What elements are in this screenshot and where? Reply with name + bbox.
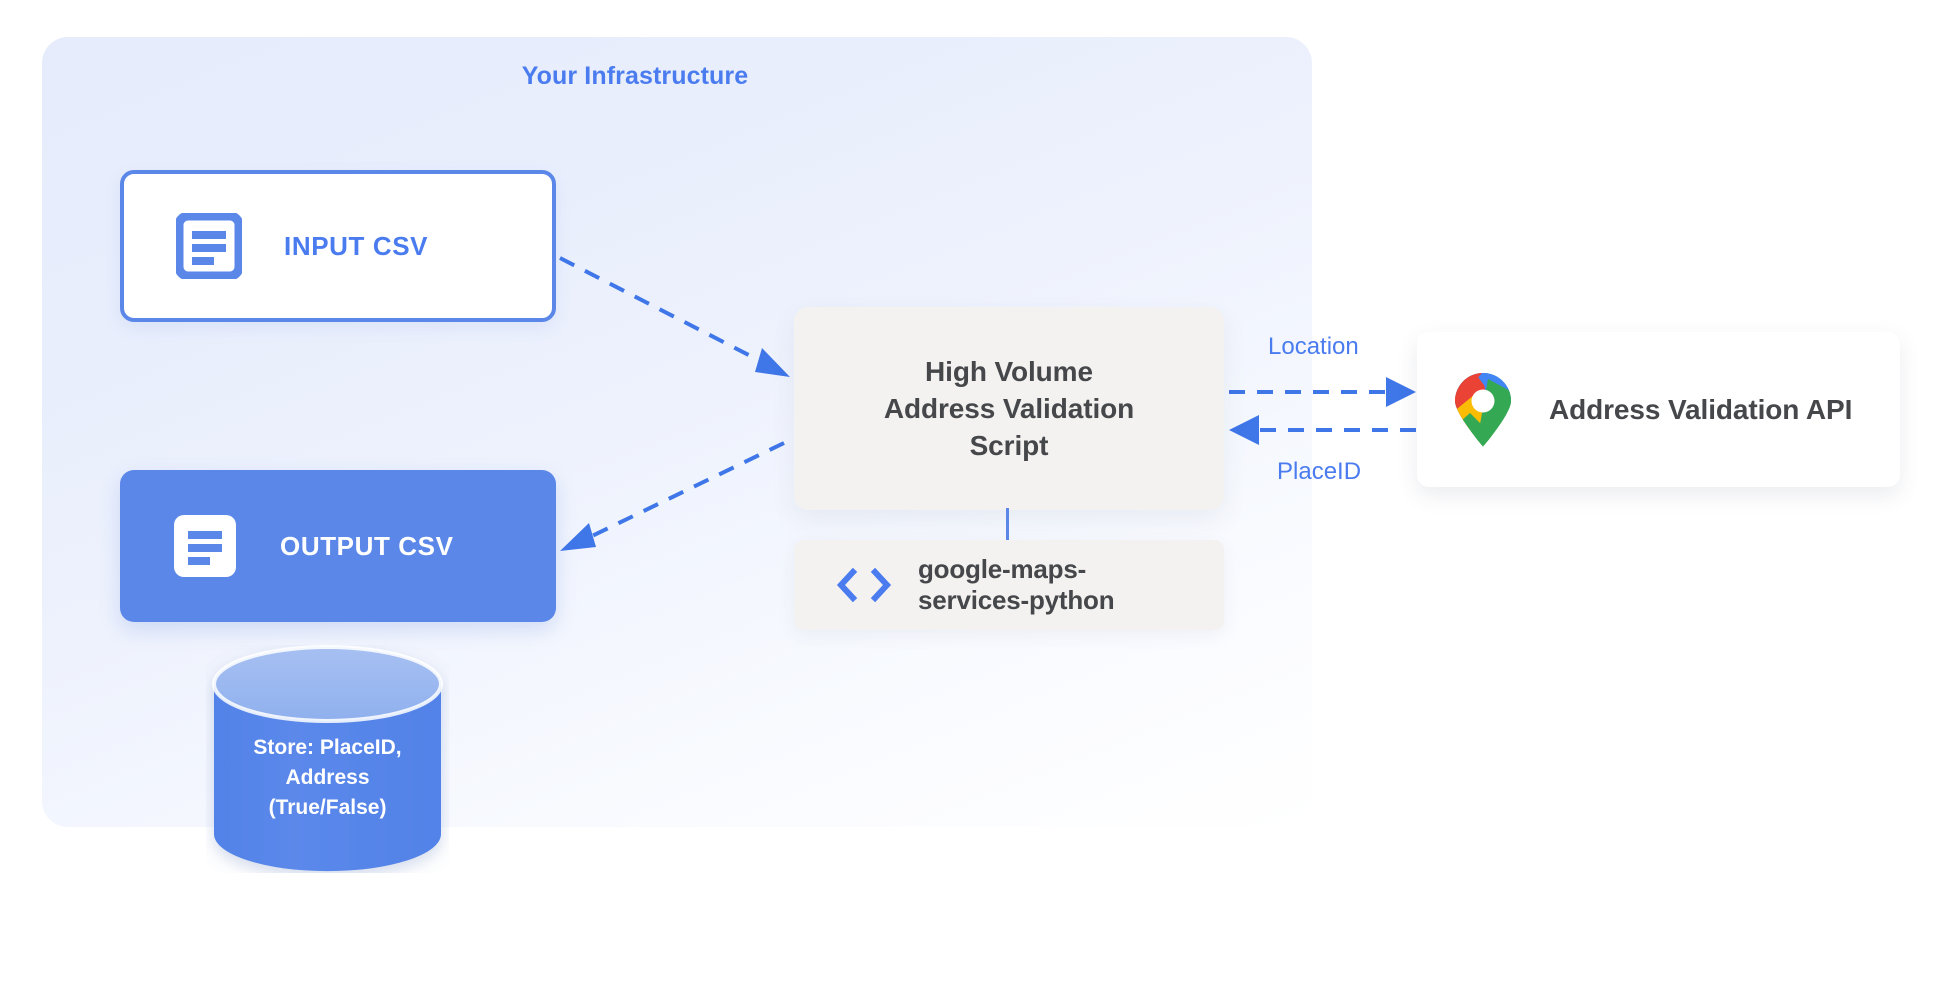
api-label: Address Validation API — [1549, 393, 1853, 425]
script-library-connector — [1006, 508, 1009, 540]
document-icon — [172, 513, 238, 579]
library-line-2: services-python — [918, 585, 1115, 615]
database-cylinder-icon[interactable] — [206, 645, 449, 873]
library-line-1: google-maps- — [918, 554, 1087, 585]
library-node[interactable]: google-maps- services-python — [794, 540, 1224, 630]
address-validation-api-node[interactable]: Address Validation API — [1417, 332, 1900, 487]
script-line-2: Address Validation — [883, 392, 1135, 424]
output-csv-label: OUTPUT CSV — [280, 530, 454, 561]
edge-label-location: Location — [1268, 333, 1359, 360]
script-line-3: Script — [969, 430, 1049, 462]
edge-label-placeid: PlaceID — [1277, 458, 1362, 485]
google-maps-pin-icon — [1417, 372, 1514, 447]
script-title: High Volume Address Validation Script — [884, 353, 1134, 465]
code-brackets-icon — [794, 565, 892, 605]
document-icon — [176, 213, 242, 279]
library-label: google-maps- services-python — [918, 554, 1115, 615]
input-csv-label: INPUT CSV — [284, 230, 429, 261]
output-csv-node[interactable]: OUTPUT CSV — [120, 470, 556, 622]
script-node[interactable]: High Volume Address Validation Script — [794, 307, 1224, 510]
panel-title: Your Infrastructure — [521, 62, 749, 90]
script-line-1: High Volume — [925, 355, 1093, 387]
input-csv-node[interactable]: INPUT CSV — [120, 170, 556, 322]
